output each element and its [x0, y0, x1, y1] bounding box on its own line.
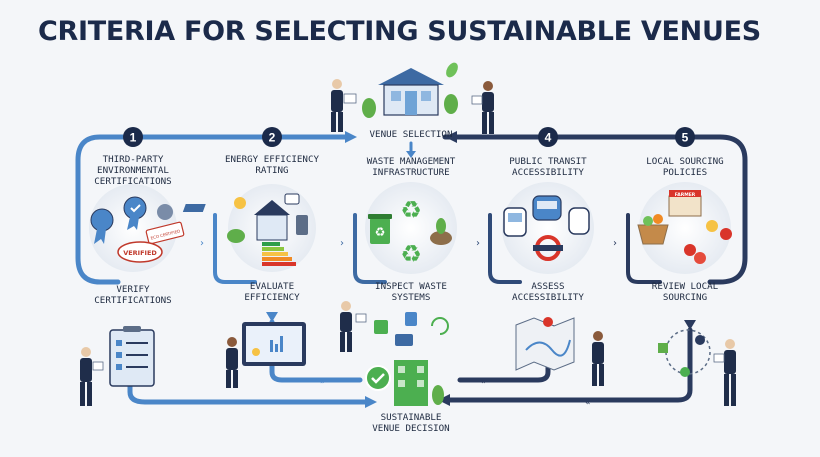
- step-3-action: INSPECT WASTE SYSTEMS: [375, 281, 447, 303]
- svg-text:FARMER: FARMER: [675, 192, 696, 198]
- svg-text:4: 4: [545, 131, 552, 145]
- flow-arrowheads: » » « « › › › ›: [124, 131, 696, 408]
- step-2-label: ENERGY EFFICIENCY RATING: [224, 154, 320, 176]
- step-5-label: LOCAL SOURCING POLICIES: [646, 156, 724, 178]
- step-number-2: 2: [262, 127, 282, 147]
- svg-text:»: »: [320, 377, 326, 387]
- svg-text:5: 5: [682, 131, 689, 145]
- step-4-action: ASSESS ACCESSIBILITY: [512, 281, 584, 303]
- step-5-action: REVIEW LOCAL SOURCING: [651, 281, 719, 303]
- sustainable-venue-decision-label: SUSTAINABLE VENUE DECISION: [372, 412, 450, 434]
- step-4-label: PUBLIC TRANSIT ACCESSIBILITY: [509, 156, 587, 178]
- step-1-label: THIRD-PARTY ENVIRONMENTAL CERTIFICATIONS: [94, 154, 172, 187]
- dashboard-icon: [242, 322, 306, 366]
- svg-text:♻: ♻: [400, 240, 422, 268]
- produce-basket-icon: FARMER: [637, 182, 732, 274]
- checklist-icon: [109, 326, 155, 387]
- venue-selection-label: VENUE SELECTION: [369, 129, 453, 140]
- svg-text:›: ›: [613, 238, 617, 249]
- svg-text:♻: ♻: [375, 225, 386, 239]
- svg-text:»: »: [236, 398, 242, 408]
- svg-text:«: «: [585, 398, 591, 408]
- svg-text:1: 1: [130, 131, 137, 145]
- svg-text:«: «: [480, 377, 486, 387]
- energy-rating-icon: [262, 242, 296, 266]
- step-number-5: 5: [675, 127, 695, 147]
- building-check-icon: [365, 360, 444, 406]
- svg-text:›: ›: [200, 238, 204, 249]
- waste-cycle-icon: [374, 312, 449, 346]
- recycle-bins-icon: ♻ ♻ ♻: [365, 182, 457, 274]
- map-pin-icon: [515, 317, 575, 371]
- step-1-action: VERIFY CERTIFICATIONS: [94, 284, 172, 306]
- svg-text:›: ›: [476, 238, 480, 249]
- local-cycle-icon: [658, 329, 711, 377]
- svg-text:2: 2: [269, 131, 276, 145]
- svg-text:›: ›: [340, 238, 344, 249]
- venue-building-icon: [362, 62, 458, 118]
- ribbon-award-icon: ECO CERTIFIED VERIFIED: [89, 184, 185, 272]
- flow-lines: [75, 134, 748, 405]
- step-number-4: 4: [538, 127, 558, 147]
- train-bus-icon: [502, 182, 594, 274]
- svg-text:VERIFIED: VERIFIED: [123, 249, 157, 257]
- step-number-1: 1: [123, 127, 143, 147]
- svg-text:♻: ♻: [400, 196, 422, 224]
- solar-house-icon: [182, 184, 316, 272]
- business-person-icon: [80, 79, 736, 406]
- metro-sign-icon: [533, 235, 563, 261]
- page-title: CRITERIA FOR SELECTING SUSTAINABLE VENUE…: [38, 16, 761, 47]
- step-3-label: WASTE MANAGEMENT INFRASTRUCTURE: [366, 156, 456, 178]
- step-2-action: EVALUATE EFFICIENCY: [244, 281, 300, 303]
